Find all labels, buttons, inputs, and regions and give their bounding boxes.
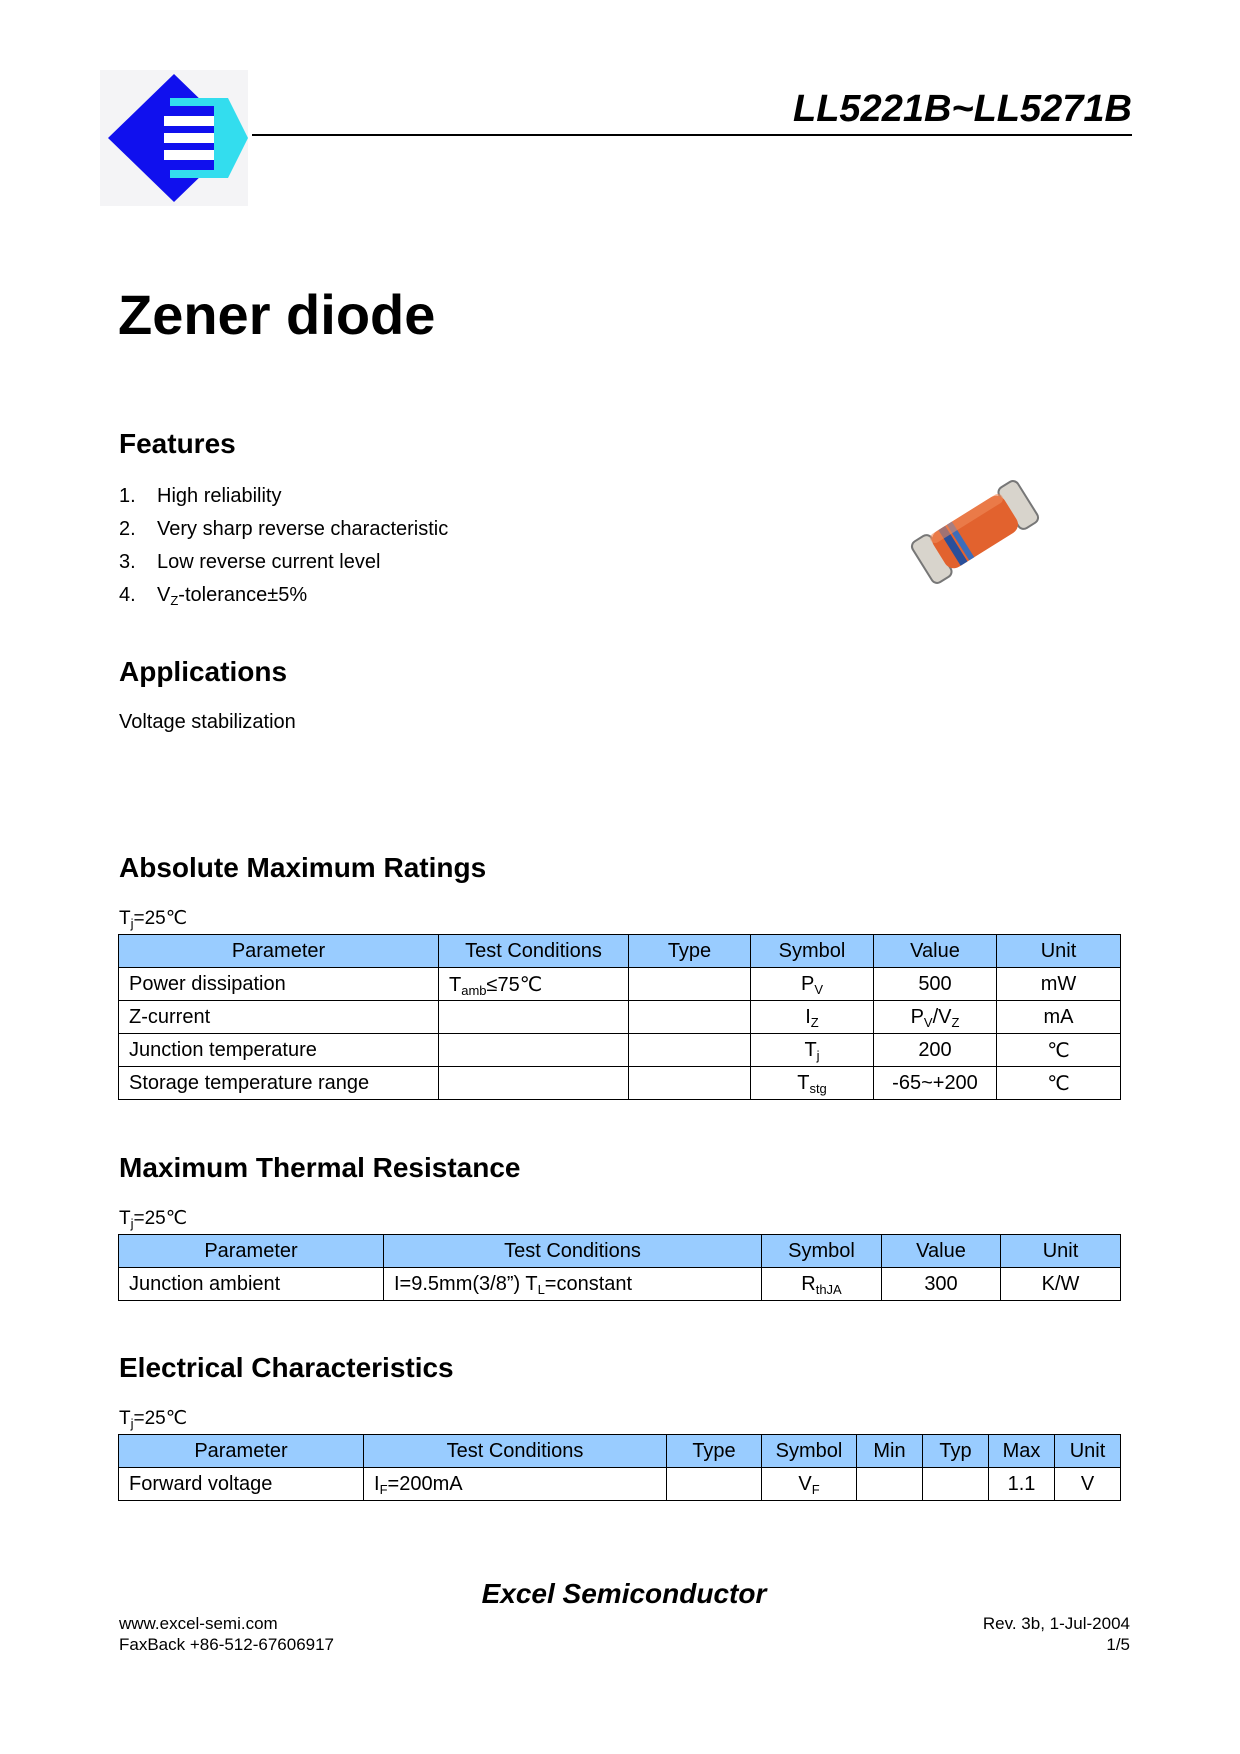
electrical-table: Parameter Test Conditions Type Symbol Mi… (118, 1434, 1121, 1501)
column-header: Test Conditions (383, 1234, 762, 1268)
column-header: Value (881, 1234, 1001, 1268)
footer-revision: Rev. 3b, 1-Jul-2004 (982, 1614, 1130, 1633)
feature-item: 2.Very sharp reverse characteristic (119, 518, 449, 540)
absolute-max-condition: Tj=25℃ (119, 908, 188, 931)
applications-heading: Applications (119, 656, 288, 687)
feature-item: 1.High reliability (119, 485, 282, 507)
column-header: Parameter (118, 1434, 364, 1468)
column-header: Test Conditions (438, 934, 629, 968)
column-header: Unit (1054, 1434, 1121, 1468)
diode-package-image (910, 480, 1040, 584)
thermal-condition: Tj=25℃ (119, 1208, 188, 1231)
column-header: Parameter (118, 934, 439, 968)
column-header: Parameter (118, 1234, 384, 1268)
table-row: Forward voltage IF=200mA VF 1.1 V (118, 1467, 1121, 1501)
absolute-max-heading: Absolute Maximum Ratings (119, 852, 487, 883)
thermal-heading: Maximum Thermal Resistance (119, 1152, 521, 1183)
column-header: Typ (922, 1434, 989, 1468)
applications-text: Voltage stabilization (119, 711, 296, 733)
footer-website[interactable]: www.excel-semi.com (119, 1614, 278, 1633)
column-header: Type (666, 1434, 762, 1468)
part-number: LL5221B~LL5271B (793, 88, 1132, 130)
table-row: Junction temperature Tj 200 ℃ (118, 1033, 1121, 1067)
table-row: Storage temperature range Tstg -65~+200 … (118, 1066, 1121, 1100)
table-header-row: Parameter Test Conditions Type Symbol Mi… (118, 1434, 1121, 1468)
feature-item: 4.VZ-tolerance±5% (119, 584, 308, 608)
table-row: Junction ambient I=9.5mm(3/8”) TL=consta… (118, 1267, 1121, 1301)
table-row: Power dissipation Tamb≤75℃ PV 500 mW (118, 967, 1121, 1001)
electrical-heading: Electrical Characteristics (119, 1352, 454, 1383)
electrical-condition: Tj=25℃ (119, 1408, 188, 1431)
header-rule (252, 134, 1132, 136)
column-header: Unit (1000, 1234, 1121, 1268)
column-header: Symbol (761, 1234, 882, 1268)
footer-page-number: 1/5 (1106, 1635, 1130, 1654)
company-logo (100, 70, 248, 206)
thermal-table: Parameter Test Conditions Symbol Value U… (118, 1234, 1121, 1301)
features-heading: Features (119, 428, 236, 459)
table-row: Z-current IZ PV/VZ mA (118, 1000, 1121, 1034)
footer-company: Excel Semiconductor (481, 1578, 767, 1609)
footer-faxback: FaxBack +86-512-67606917 (119, 1635, 335, 1654)
column-header: Symbol (750, 934, 874, 968)
document-title: Zener diode (118, 283, 436, 346)
column-header: Value (873, 934, 997, 968)
column-header: Type (628, 934, 751, 968)
column-header: Max (988, 1434, 1055, 1468)
table-header-row: Parameter Test Conditions Symbol Value U… (118, 1234, 1121, 1268)
column-header: Unit (996, 934, 1121, 968)
feature-item: 3.Low reverse current level (119, 551, 381, 573)
column-header: Symbol (761, 1434, 857, 1468)
features-list: 1.High reliability 2.Very sharp reverse … (119, 480, 448, 612)
absolute-max-table: Parameter Test Conditions Type Symbol Va… (118, 934, 1121, 1100)
table-header-row: Parameter Test Conditions Type Symbol Va… (118, 934, 1121, 968)
column-header: Test Conditions (363, 1434, 667, 1468)
column-header: Min (856, 1434, 923, 1468)
